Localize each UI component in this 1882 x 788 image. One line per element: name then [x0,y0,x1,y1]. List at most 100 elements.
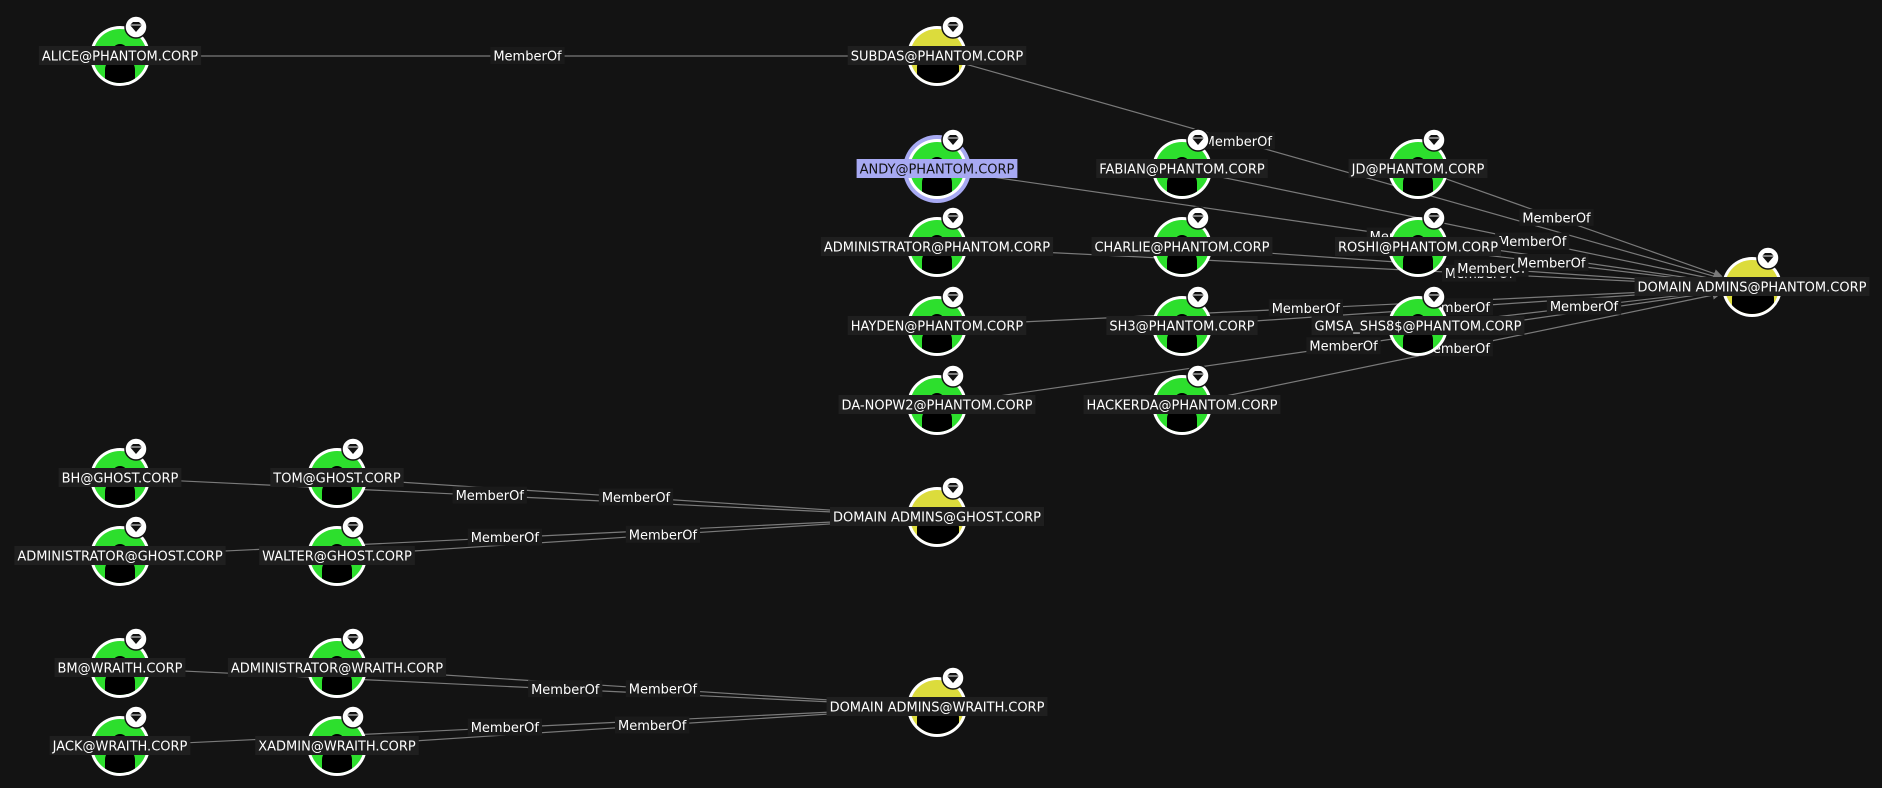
edge-label-text: MemberOf [618,719,687,734]
edge-label-walter: MemberOf [625,525,701,543]
node-label-text: SUBDAS@PHANTOM.CORP [851,50,1024,65]
node-label-bm-wraith-corp[interactable]: BM@WRAITH.CORP [54,658,186,677]
node-label-andy-phantom-corp[interactable]: ANDY@PHANTOM.CORP [856,159,1018,178]
gem-icon [941,364,965,388]
node-label-text: HACKERDA@PHANTOM.CORP [1087,399,1278,414]
edge-label-tom: MemberOf [598,488,674,506]
node-label-charlie-phantom-corp[interactable]: CHARLIE@PHANTOM.CORP [1091,237,1273,256]
edge-fabian-dap[interactable] [1211,174,1722,284]
edge-subdas-dap[interactable] [965,63,1723,281]
node-label-walter-ghost-corp[interactable]: WALTER@GHOST.CORP [259,546,415,565]
edge-label-text: MemberOf [1498,235,1567,250]
gem-icon [341,515,365,539]
edge-jd-dap[interactable] [1446,178,1723,278]
node-label-text: DOMAIN ADMINS@PHANTOM.CORP [1638,281,1867,296]
node-label-roshi-phantom-corp[interactable]: ROSHI@PHANTOM.CORP [1334,237,1502,256]
edge-label-text: MemberOf [1309,340,1378,355]
gem-icon [1186,364,1210,388]
edge-label-text: MemberOf [471,531,540,546]
node-label-domain-admins-phantom-corp[interactable]: DOMAIN ADMINS@PHANTOM.CORP [1634,277,1870,296]
gem-icon [124,627,148,651]
edge-label-text: MemberOf [531,683,600,698]
node-label-text: DOMAIN ADMINS@GHOST.CORP [833,511,1041,526]
node-domain-admins-ghost-corp[interactable] [907,476,967,547]
node-label-jack-wraith-corp[interactable]: JACK@WRAITH.CORP [49,736,191,755]
node-label-administrator-phantom-corp[interactable]: ADMINISTRATOR@PHANTOM.CORP [820,237,1054,256]
node-label-sh3-phantom-corp[interactable]: SH3@PHANTOM.CORP [1106,316,1258,335]
node-label-text: ROSHI@PHANTOM.CORP [1338,241,1498,256]
node-label-alice-phantom-corp[interactable]: ALICE@PHANTOM.CORP [38,46,202,65]
node-label-bh-ghost-corp[interactable]: BH@GHOST.CORP [58,468,182,487]
node-label-text: ADMINISTRATOR@GHOST.CORP [17,550,223,565]
edge-label-alice: MemberOf [490,47,565,65]
gem-icon [1756,246,1780,270]
node-label-tom-ghost-corp[interactable]: TOM@GHOST.CORP [270,468,404,487]
edge-label-jd: MemberOf [1519,208,1594,226]
edge-label-text: MemberOf [471,721,540,736]
node-label-text: SH3@PHANTOM.CORP [1109,320,1254,335]
node-label-jd-phantom-corp[interactable]: JD@PHANTOM.CORP [1348,159,1488,178]
edge-label-text: MemberOf [1522,211,1591,226]
node-da-nopw2-phantom-corp[interactable] [907,364,967,435]
gem-icon [124,437,148,461]
gem-icon [341,705,365,729]
edge-label-bm: MemberOf [528,680,603,698]
node-label-xadmin-wraith-corp[interactable]: XADMIN@WRAITH.CORP [255,736,419,755]
node-label-da-nopw2-phantom-corp[interactable]: DA-NOPW2@PHANTOM.CORP [838,395,1036,414]
node-label-administrator-ghost-corp[interactable]: ADMINISTRATOR@GHOST.CORP [14,546,226,565]
edge-label-adminghost: MemberOf [467,528,542,546]
edge-label-jack: MemberOf [467,718,542,736]
edge-andy-dap[interactable] [966,172,1722,286]
gem-icon [1186,128,1210,152]
node-label-text: ADMINISTRATOR@PHANTOM.CORP [824,241,1050,256]
gem-icon [124,705,148,729]
edge-label-gmsa: MemberOf [1546,297,1622,315]
edge-labels-layer: MemberOfMemberOfMemberOfMemberOfMemberOf… [452,47,1622,736]
node-administrator-phantom-corp[interactable] [907,206,967,277]
edge-label-adminwraith: MemberOf [625,680,701,698]
node-label-text: BH@GHOST.CORP [62,472,179,487]
edge-label-text: MemberOf [1204,135,1273,150]
node-label-text: ALICE@PHANTOM.CORP [42,50,198,65]
node-labels-layer: ALICE@PHANTOM.CORP SUBDAS@PHANTOM.CORP AND… [14,46,1870,755]
edge-label-fabian: MemberOf [1495,232,1570,250]
gem-icon [941,15,965,39]
edge-label-text: MemberOf [1550,300,1619,315]
gem-icon [1422,285,1446,309]
node-label-text: ANDY@PHANTOM.CORP [860,163,1015,178]
node-label-text: FABIAN@PHANTOM.CORP [1099,163,1265,178]
node-label-gmsa-shs8-phantom-corp[interactable]: GMSA_SHS8$@PHANTOM.CORP [1311,316,1525,335]
node-label-text: DOMAIN ADMINS@WRAITH.CORP [830,701,1045,716]
node-label-text: DA-NOPW2@PHANTOM.CORP [842,399,1033,414]
gem-icon [124,515,148,539]
node-label-subdas-phantom-corp[interactable]: SUBDAS@PHANTOM.CORP [847,46,1027,65]
node-label-fabian-phantom-corp[interactable]: FABIAN@PHANTOM.CORP [1096,159,1268,178]
edge-label-hayden: MemberOf [1268,299,1343,317]
node-label-administrator-wraith-corp[interactable]: ADMINISTRATOR@WRAITH.CORP [227,658,447,677]
gem-icon [941,206,965,230]
edge-label-subdas: MemberOf [1200,132,1275,150]
edge-hayden-dap[interactable] [966,284,1721,326]
gem-icon [1422,128,1446,152]
edge-bh-dag[interactable] [149,478,906,520]
edge-label-text: MemberOf [1457,262,1526,277]
edge-label-text: MemberOf [1272,302,1341,317]
node-label-domain-admins-ghost-corp[interactable]: DOMAIN ADMINS@GHOST.CORP [829,507,1045,526]
edge-label-roshi: MemberOf [1514,253,1589,271]
edge-label-text: MemberOf [602,491,671,506]
gem-icon [941,128,965,152]
node-label-text: XADMIN@WRAITH.CORP [258,740,416,755]
edge-label-text: MemberOf [629,528,698,543]
edge-label-danopw2: MemberOf [1306,337,1381,355]
node-label-domain-admins-wraith-corp[interactable]: DOMAIN ADMINS@WRAITH.CORP [826,697,1048,716]
node-label-text: TOM@GHOST.CORP [272,472,401,487]
gem-icon [941,476,965,500]
node-label-text: ADMINISTRATOR@WRAITH.CORP [231,662,443,677]
gem-icon [341,627,365,651]
edge-label-xadmin: MemberOf [615,716,690,734]
node-label-text: WALTER@GHOST.CORP [262,550,412,565]
node-label-hackerda-phantom-corp[interactable]: HACKERDA@PHANTOM.CORP [1083,395,1281,414]
node-label-hayden-phantom-corp[interactable]: HAYDEN@PHANTOM.CORP [847,316,1027,335]
node-label-text: GMSA_SHS8$@PHANTOM.CORP [1315,320,1522,335]
